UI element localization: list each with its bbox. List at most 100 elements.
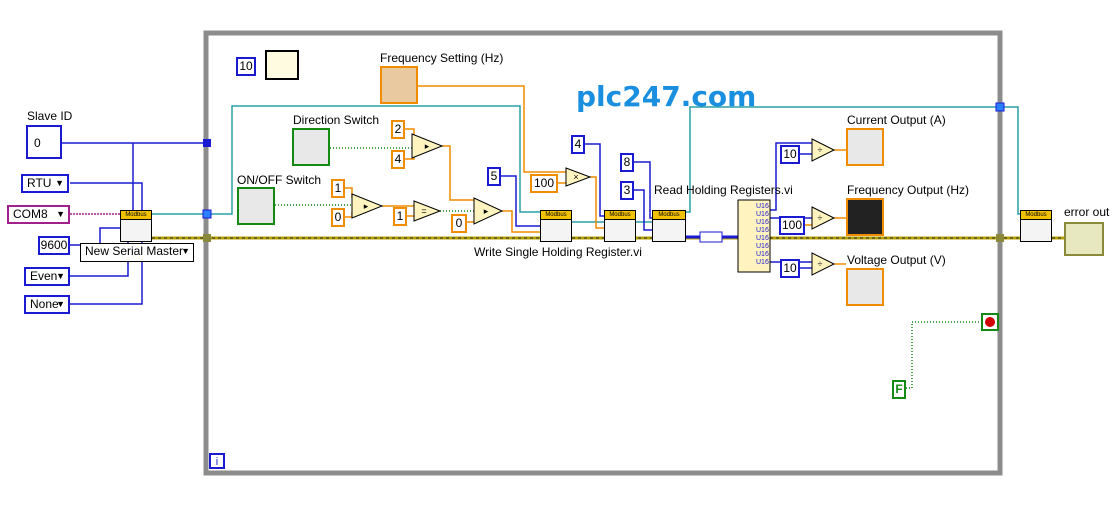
svg-text:U16: U16 <box>756 251 769 258</box>
equal-node <box>413 200 442 222</box>
wire-instance-write1 <box>206 105 540 215</box>
wire-idx0 <box>768 142 812 211</box>
stop-icon <box>985 317 995 327</box>
read-count[interactable]: 8 <box>620 153 634 172</box>
dropdown-arrow-icon: ▼ <box>56 209 65 219</box>
svg-text:U16: U16 <box>756 243 769 250</box>
wait-constant[interactable]: 10 <box>236 57 256 76</box>
current-output-label: Current Output (A) <box>847 113 946 127</box>
com-port-control[interactable]: COM8 ▼ <box>7 205 70 224</box>
write-freq-address[interactable]: 5 <box>487 167 501 186</box>
dropdown-arrow-icon: ▼ <box>55 178 64 188</box>
write-holding-vi-1[interactable]: Modbus <box>540 210 572 242</box>
wire-onoff-0 <box>345 212 353 218</box>
error-out-cluster-icon <box>1064 222 1104 256</box>
frequency-setting-knob-icon[interactable] <box>380 66 418 104</box>
loop-iteration <box>209 453 225 469</box>
read-address[interactable]: 3 <box>620 181 634 200</box>
dropdown-arrow-icon: ▼ <box>56 299 65 309</box>
select-direction <box>411 133 444 159</box>
com-port-value: COM8 <box>13 207 48 221</box>
read-holding-label: Read Holding Registers.vi <box>654 183 793 197</box>
wire-addr3 <box>634 189 652 231</box>
svg-text:U16: U16 <box>756 227 769 234</box>
divide-freq <box>811 206 836 230</box>
wire-instance-close <box>1000 106 1020 215</box>
div-voltage-constant[interactable]: 10 <box>780 259 800 278</box>
direction-switch-icon[interactable] <box>292 128 330 166</box>
mode-value: RTU <box>27 176 52 190</box>
select-onoff <box>351 193 384 219</box>
tunnel-error-in <box>203 234 211 242</box>
dir-const-a[interactable]: 2 <box>391 120 405 139</box>
dropdown-arrow-icon: ▼ <box>181 246 190 256</box>
svg-text:U16: U16 <box>756 259 769 266</box>
svg-text:×: × <box>573 172 578 182</box>
svg-text:U16: U16 <box>756 203 769 210</box>
svg-text:▸: ▸ <box>484 206 489 216</box>
frequency-setting-label: Frequency Setting (Hz) <box>380 51 504 65</box>
wire-addr4 <box>585 143 604 217</box>
watermark: plc247.com <box>576 80 757 113</box>
voltage-output-label: Voltage Output (V) <box>847 253 946 267</box>
wait-timer-icon <box>265 50 299 80</box>
frequency-output-label: Frequency Output (Hz) <box>847 183 970 197</box>
tunnel-instance-out <box>995 102 1005 112</box>
onoff-switch-icon[interactable] <box>237 187 275 225</box>
index-array <box>737 199 771 273</box>
flow-value: None <box>30 297 59 311</box>
dropdown-arrow-icon: ▼ <box>56 271 65 281</box>
modbus-serial-master-vi[interactable]: Modbus <box>120 210 152 242</box>
stop-boolean-constant[interactable]: F <box>892 380 906 399</box>
slave-id-value[interactable]: 0 <box>34 136 41 150</box>
onoff-const-b[interactable]: 0 <box>331 208 345 227</box>
onoff-const-a[interactable]: 1 <box>331 179 345 198</box>
wire-addr5 <box>501 175 540 227</box>
wire-count8 <box>634 161 652 219</box>
div-freq-constant[interactable]: 100 <box>779 216 805 235</box>
direction-switch-label: Direction Switch <box>293 113 380 127</box>
parity-ring[interactable]: Even▼ <box>24 267 70 286</box>
wire-stop <box>906 321 982 389</box>
svg-text:U16: U16 <box>756 235 769 242</box>
svg-text:÷: ÷ <box>818 213 823 223</box>
flow-ring[interactable]: None▼ <box>24 295 70 314</box>
write-holding-vi-2[interactable]: Modbus <box>604 210 636 242</box>
svg-text:÷: ÷ <box>818 259 823 269</box>
wire-dir-out <box>442 145 474 201</box>
wire-onoff-1 <box>345 187 353 198</box>
select-false-constant[interactable]: 0 <box>451 214 467 233</box>
master-type-value: New Serial Master <box>85 244 184 258</box>
svg-text:U16: U16 <box>756 219 769 226</box>
divide-current <box>811 138 836 162</box>
select-final <box>473 197 504 225</box>
svg-text:=: = <box>421 206 426 216</box>
while-loop-frame <box>203 30 1003 476</box>
frequency-output-chart-icon <box>846 198 884 236</box>
dir-const-b[interactable]: 4 <box>391 150 405 169</box>
wire-rtu <box>70 182 143 210</box>
freq-multiplier[interactable]: 100 <box>530 174 558 193</box>
div-current-constant[interactable]: 10 <box>780 145 800 164</box>
write-cmd-address[interactable]: 4 <box>571 135 585 154</box>
slave-id-control[interactable]: 0 <box>26 125 62 159</box>
svg-text:▸: ▸ <box>364 201 369 211</box>
loop-iteration-glyph: i <box>216 456 218 468</box>
master-type-ring[interactable]: New Serial Master▼ <box>80 243 194 262</box>
svg-text:U16: U16 <box>756 211 769 218</box>
mode-ring[interactable]: RTU▼ <box>21 174 69 193</box>
tunnel-instance <box>202 209 212 219</box>
parity-value: Even <box>30 269 58 283</box>
eq-constant[interactable]: 1 <box>393 207 407 226</box>
multiply-node <box>565 167 592 187</box>
close-modbus-vi[interactable]: Modbus <box>1020 210 1052 242</box>
read-holding-vi[interactable]: Modbus <box>652 210 686 242</box>
wire-sel2-out <box>502 210 540 233</box>
error-out-label: error out <box>1064 205 1110 219</box>
to-array <box>699 231 723 243</box>
wire-instance-shift <box>686 106 1000 213</box>
write-single-label: Write Single Holding Register.vi <box>474 245 642 259</box>
baud-constant[interactable]: 9600 <box>38 236 70 255</box>
slave-id-label: Slave ID <box>27 109 73 123</box>
